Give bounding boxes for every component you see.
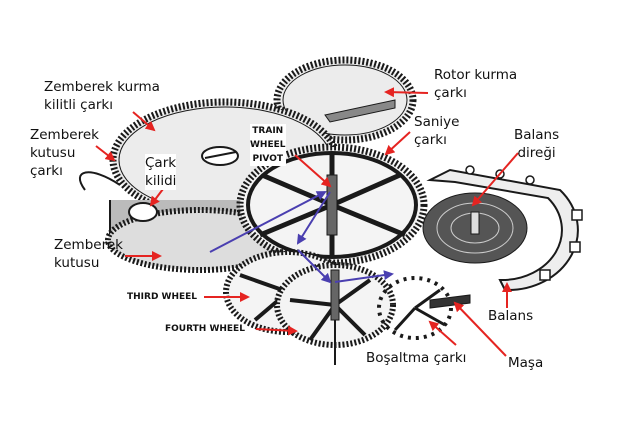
label-arrows — [95, 87, 519, 357]
label-line: çarkı — [414, 132, 447, 148]
label-balance: Balans — [488, 308, 534, 324]
label-escape-wheel: Boşaltma çarkı — [366, 350, 467, 366]
label-line: kilidi — [145, 173, 177, 189]
label-pallet-fork: Maşa — [508, 355, 544, 371]
label-line: Zemberek — [30, 127, 99, 143]
seconds-wheel — [236, 143, 428, 267]
label-barrel: Zemberek kutusu — [54, 236, 123, 272]
power-flow-arrows — [209, 191, 394, 284]
fourth-wheel — [274, 262, 396, 365]
label-line: kilitli çarkı — [44, 97, 113, 113]
label-line: Rotor kurma — [434, 67, 518, 83]
label-line: Balans — [514, 127, 560, 143]
label-seconds-wheel: Saniye çarkı — [414, 113, 459, 149]
label-line: kutusu — [54, 255, 100, 271]
label-line: Saniye — [414, 114, 460, 130]
label-third-wheel: THIRD WHEEL — [127, 292, 198, 302]
label-fourth-wheel: FOURTH WHEEL — [165, 324, 245, 334]
rotor-winding-wheel — [273, 56, 417, 144]
label-line: TRAIN — [252, 126, 284, 136]
label-wheel-lock: Çark kilidi — [145, 154, 177, 190]
label-line: Zemberek kurma — [44, 79, 160, 95]
label-winding-lock-wheel: Zemberek kurma kilitli çarkı — [44, 78, 160, 114]
label-line: kutusu — [30, 145, 76, 161]
balance — [422, 165, 583, 292]
label-train-wheel-pivot: TRAIN WHEEL PIVOT — [250, 124, 286, 166]
escape-wheel — [377, 276, 471, 340]
label-line: WHEEL — [250, 140, 286, 150]
label-line: Zemberek — [54, 237, 123, 253]
label-line: PIVOT — [252, 154, 284, 164]
label-barrel-wheel: Zemberek kutusu çarkı — [30, 126, 99, 180]
label-line: çarkı — [30, 163, 63, 179]
label-rotor-winding-wheel: Rotor kurma çarkı — [434, 66, 517, 102]
label-balance-staff: Balans direği — [514, 126, 559, 162]
label-line: çarkı — [434, 85, 467, 101]
label-line: Çark — [145, 155, 177, 171]
label-line: direği — [517, 145, 556, 161]
